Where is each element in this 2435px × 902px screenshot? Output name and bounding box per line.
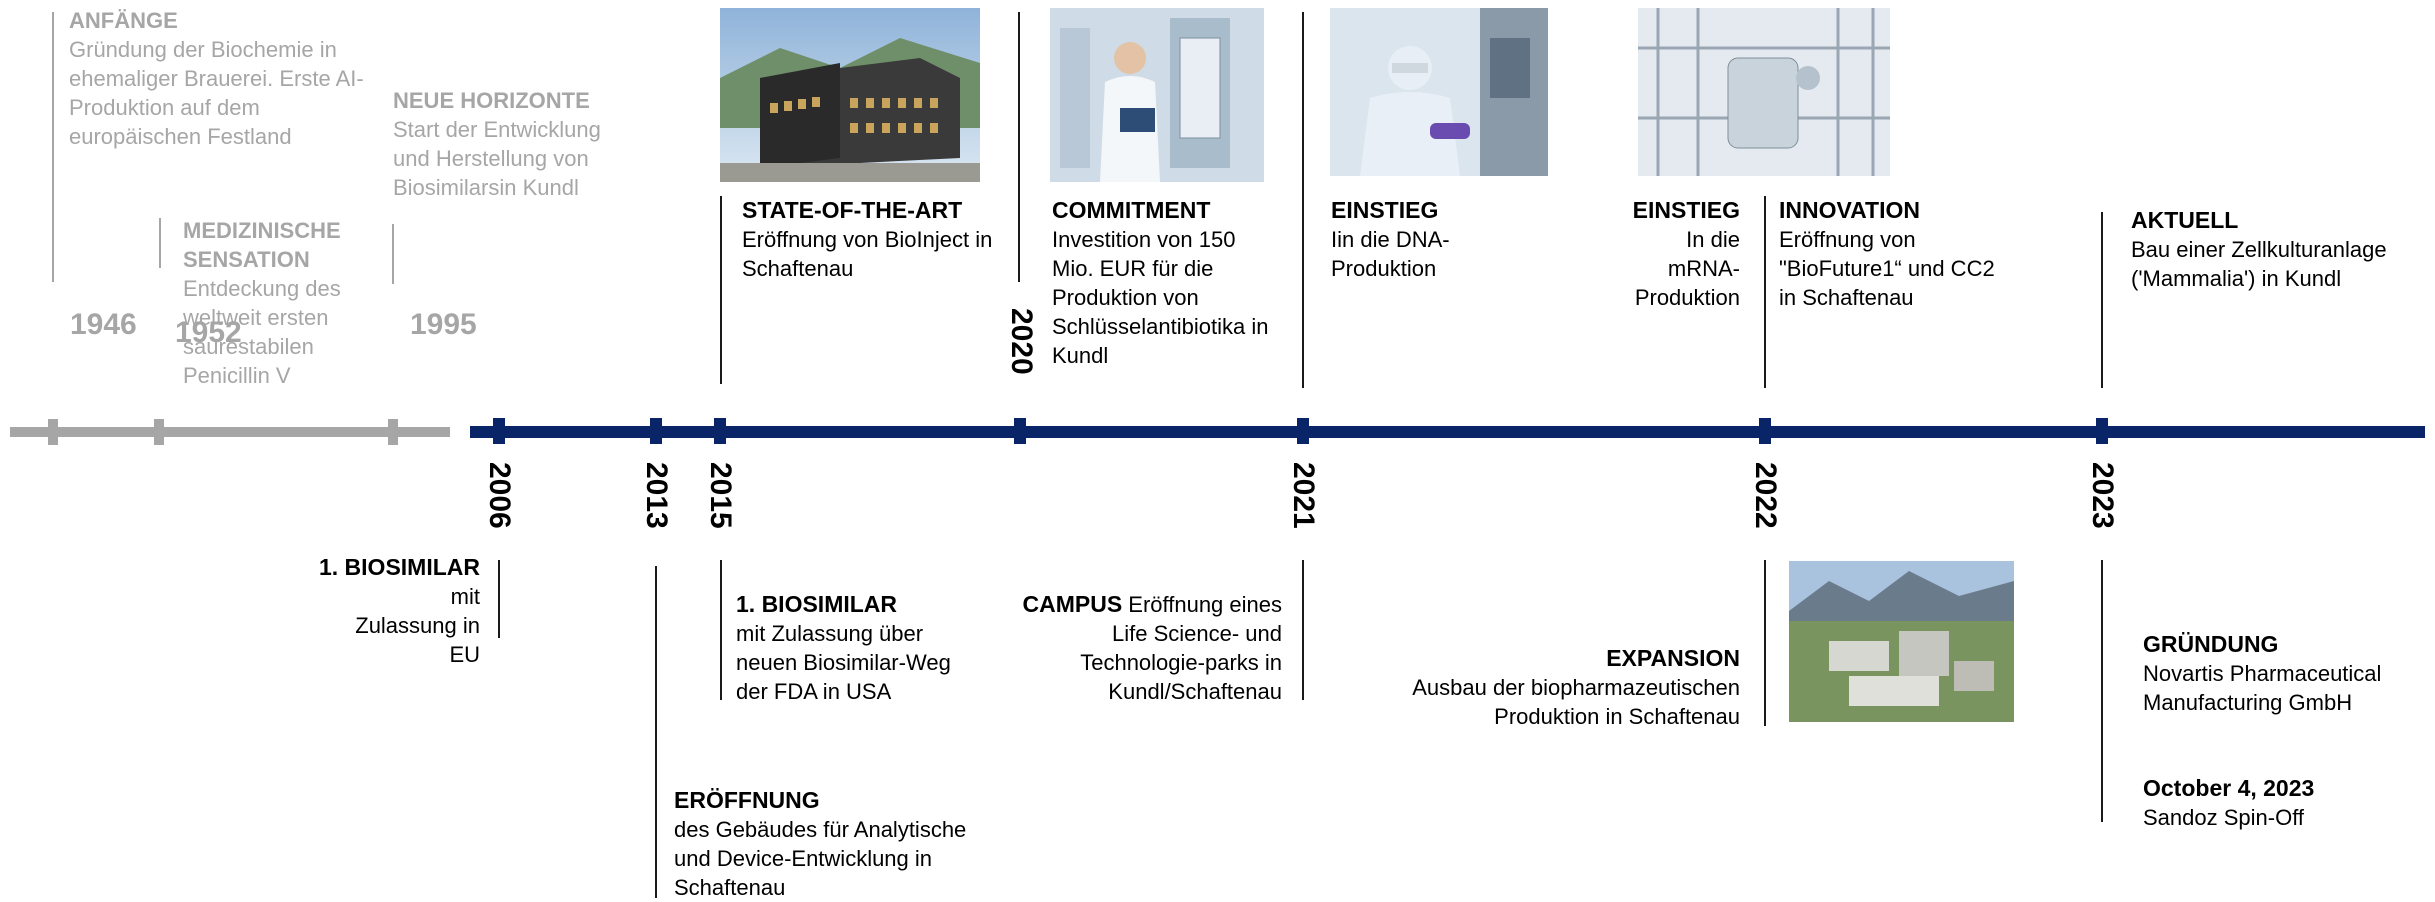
event-anfaenge: ANFÄNGE Gründung der Biochemie in ehemal…: [69, 6, 369, 151]
tick-1995: [388, 419, 398, 445]
event-title: 1. BIOSIMILAR: [736, 591, 898, 617]
connector-2022-up: [1764, 196, 1766, 388]
event-title: AKTUELL: [2131, 207, 2239, 233]
event-text: Eröffnung von BioInject in Schaftenau: [742, 227, 993, 281]
event-title: COMMITMENT: [1052, 197, 1211, 223]
event-aktuell: AKTUELL Bau einer Zellkulturanlage ('Mam…: [2131, 206, 2411, 293]
year-1946: 1946: [70, 308, 137, 341]
event-text-wrap: CAMPUS Eröffnung eines Life Science- und…: [1020, 590, 1282, 706]
tick-1952: [154, 419, 164, 445]
lab-worker-photo: [1050, 8, 1264, 182]
connector-1946: [52, 12, 54, 282]
event-text: Ausbau der biopharmazeutischen Produktio…: [1412, 675, 1740, 729]
event-title: EINSTIEG: [1632, 197, 1740, 223]
event-commitment: COMMITMENT Investition von 150 Mio. EUR …: [1052, 196, 1282, 370]
event-title: STATE-OF-THE-ART: [742, 197, 963, 223]
event-title: 1. BIOSIMILAR: [318, 554, 480, 580]
event-text: mit Zulassung in EU: [355, 584, 480, 667]
connector-2020-up: [1018, 12, 1020, 282]
event-title: EINSTIEG: [1331, 197, 1439, 223]
event-title: CAMPUS: [1022, 591, 1123, 617]
connector-2021-down: [1302, 560, 1304, 700]
event-title: ANFÄNGE: [69, 8, 178, 33]
event-text: Start der Entwicklung und Herstellung vo…: [393, 117, 601, 200]
tick-2006: [493, 418, 505, 444]
event-medizinisch: MEDIZINISCHE SENSATION Entdeckung des we…: [183, 216, 353, 390]
event-einstieg-dna: EINSTIEG Iin die DNA-Produktion: [1331, 196, 1511, 283]
year-2021: 2021: [1287, 462, 1320, 529]
connector-2022-down: [1764, 560, 1766, 726]
year-2020: 2020: [1005, 308, 1038, 375]
tick-2020: [1014, 418, 1026, 444]
cleanroom-photo: [1330, 8, 1548, 176]
year-1995: 1995: [410, 308, 477, 341]
event-title: INNOVATION: [1779, 197, 1920, 223]
tick-2021: [1297, 418, 1309, 444]
event-eroeffnung: ERÖFFNUNG des Gebäudes für Analytische u…: [674, 786, 974, 902]
event-neue-horizonte: NEUE HORIZONTE Start der Entwicklung und…: [393, 86, 623, 202]
connector-2015-up: [720, 196, 722, 384]
event-text: Iin die DNA-Produktion: [1331, 227, 1450, 281]
connector-2023-down: [2101, 560, 2103, 822]
event-text: Bau einer Zellkulturanlage ('Mammalia') …: [2131, 237, 2387, 291]
event-text: Eröffnung eines Life Science- und Techno…: [1080, 592, 1282, 704]
event-text: des Gebäudes für Analytische und Device-…: [674, 817, 967, 900]
factory-building-photo: [720, 8, 980, 182]
event-innovation: INNOVATION Eröffnung von "BioFuture1“ un…: [1779, 196, 2009, 312]
event-title: MEDIZINISCHE SENSATION: [183, 218, 341, 272]
event-title: EXPANSION: [1606, 645, 1740, 671]
connector-2021-up: [1302, 12, 1304, 388]
connector-1995: [392, 224, 394, 284]
event-biosimilar-usa: 1. BIOSIMILAR mit Zulassung über neuen B…: [736, 590, 986, 706]
event-title: October 4, 2023: [2143, 775, 2315, 801]
connector-2013-down: [655, 566, 657, 898]
connector-2023-up: [2101, 212, 2103, 388]
event-biosimilar-eu: 1. BIOSIMILAR mit Zulassung in EU: [260, 553, 480, 669]
event-text: Entdeckung des weltweit ersten säurestab…: [183, 276, 341, 388]
year-2006: 2006: [483, 462, 516, 529]
timeline-past-bar: [10, 427, 450, 437]
event-state-of-the-art: STATE-OF-THE-ART Eröffnung von BioInject…: [742, 196, 1002, 283]
event-expansion: EXPANSION Ausbau der biopharmazeutischen…: [1370, 644, 1740, 731]
bioreactor-photo: [1638, 8, 1890, 176]
event-spinoff: October 4, 2023 Sandoz Spin-Off: [2143, 774, 2413, 832]
event-text: mit Zulassung über neuen Biosimilar-Weg …: [736, 621, 951, 704]
event-campus: CAMPUS Eröffnung eines Life Science- und…: [1020, 590, 1282, 706]
aerial-site-photo: [1789, 561, 2014, 722]
tick-1946: [48, 419, 58, 445]
timeline-main-bar: [470, 426, 2425, 438]
year-2022: 2022: [1749, 462, 1782, 529]
event-text: Gründung der Biochemie in ehemaliger Bra…: [69, 37, 364, 149]
event-gruendung: GRÜNDUNG Novartis Pharmaceutical Manufac…: [2143, 630, 2413, 717]
event-einstieg-mrna: EINSTIEG In die mRNA-Produktion: [1570, 196, 1740, 312]
event-text: In die mRNA-Produktion: [1634, 227, 1740, 310]
event-title: GRÜNDUNG: [2143, 631, 2279, 657]
tick-2022: [1759, 418, 1771, 444]
event-title: ERÖFFNUNG: [674, 787, 820, 813]
event-text: Eröffnung von "BioFuture1“ und CC2 in Sc…: [1779, 227, 1995, 310]
event-text: Novartis Pharmaceutical Manufacturing Gm…: [2143, 661, 2382, 715]
event-text: Sandoz Spin-Off: [2143, 805, 2305, 830]
connector-2015-down: [720, 560, 722, 700]
year-2023: 2023: [2086, 462, 2119, 529]
connector-2006-down: [498, 560, 500, 638]
tick-2023: [2096, 418, 2108, 444]
event-text: Investition von 150 Mio. EUR für die Pro…: [1052, 227, 1269, 368]
tick-2015: [714, 418, 726, 444]
event-title: NEUE HORIZONTE: [393, 88, 590, 113]
connector-1952: [159, 218, 161, 268]
tick-2013: [650, 418, 662, 444]
year-2013: 2013: [640, 462, 673, 529]
year-2015: 2015: [704, 462, 737, 529]
year-1952: 1952: [175, 316, 242, 349]
